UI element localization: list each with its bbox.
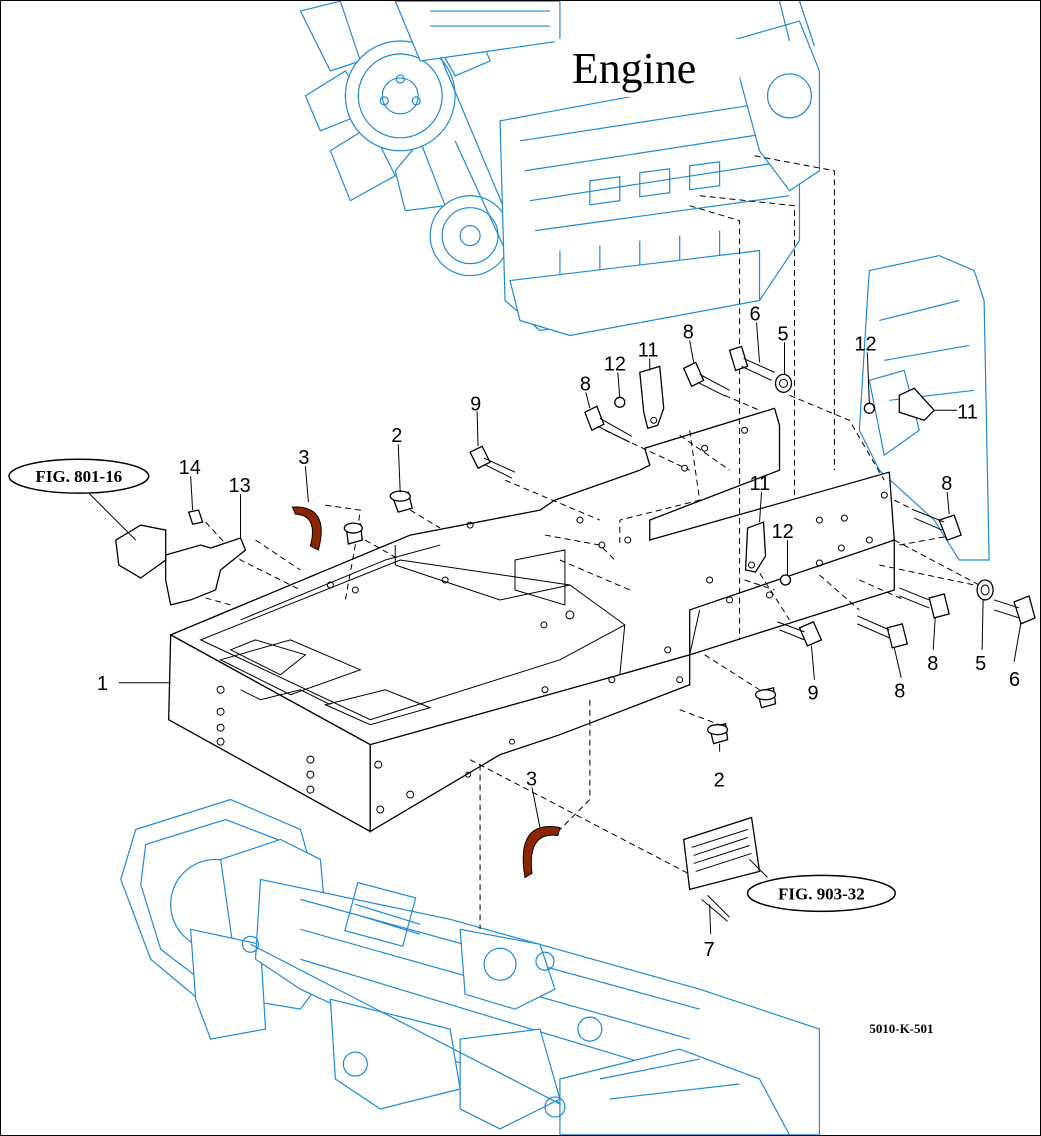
callout-6: 6 bbox=[1009, 669, 1020, 691]
callout-1: 1 bbox=[97, 673, 108, 695]
washer-part-5 bbox=[774, 373, 994, 601]
bolt-part-8 bbox=[584, 361, 962, 649]
callout-2: 2 bbox=[714, 770, 725, 792]
callout-7: 7 bbox=[704, 939, 715, 961]
bracket-part-13 bbox=[165, 537, 247, 606]
fig-ref-801-16-label: FIG. 801-16 bbox=[36, 467, 123, 486]
callout-13: 13 bbox=[229, 475, 251, 497]
callout-11: 11 bbox=[750, 473, 771, 495]
drawing-number: 5010-K-501 bbox=[869, 1021, 933, 1036]
callout-12: 12 bbox=[772, 521, 794, 543]
callout-9: 9 bbox=[807, 683, 818, 705]
callout-8: 8 bbox=[927, 653, 938, 675]
small-parts bbox=[115, 345, 1036, 922]
bolt-part-9 bbox=[469, 445, 823, 647]
callout-numbers: 1 2 2 3 3 5 5 6 6 7 8 8 8 8 8 9 9 11 11 … bbox=[97, 303, 1020, 961]
callout-8: 8 bbox=[941, 473, 952, 495]
callout-8: 8 bbox=[580, 373, 591, 395]
callout-6: 6 bbox=[750, 303, 761, 325]
engine-label: Engine bbox=[572, 45, 696, 93]
callout-11: 11 bbox=[638, 339, 659, 361]
hose-clamp-part-3 bbox=[291, 506, 322, 551]
hose-clamp-part-3-lower bbox=[522, 826, 561, 879]
fig-ref-801-16[interactable]: FIG. 801-16 bbox=[8, 458, 150, 494]
fig-ref-903-32-label: FIG. 903-32 bbox=[778, 884, 865, 903]
callout-3: 3 bbox=[526, 769, 537, 791]
callout-9: 9 bbox=[470, 393, 481, 415]
callout-3: 3 bbox=[298, 447, 309, 469]
callout-8: 8 bbox=[894, 681, 905, 703]
front-frame-part-1 bbox=[168, 407, 895, 833]
bushing-part-2 bbox=[343, 490, 777, 745]
callout-8: 8 bbox=[683, 321, 694, 343]
callout-14: 14 bbox=[179, 457, 201, 479]
callout-12: 12 bbox=[854, 333, 876, 355]
leader-lines bbox=[85, 322, 1022, 935]
callout-5: 5 bbox=[975, 653, 986, 675]
bolt-part-6 bbox=[728, 345, 1036, 625]
front-axle-illustration bbox=[120, 798, 821, 1135]
decal-plate bbox=[682, 816, 761, 891]
component-fig-801-16 bbox=[115, 524, 167, 579]
bolt-part-14 bbox=[187, 509, 204, 525]
assembly-lines bbox=[205, 155, 980, 930]
callout-11: 11 bbox=[957, 401, 978, 423]
callout-2: 2 bbox=[391, 425, 402, 447]
rivet-part-7 bbox=[701, 895, 730, 922]
fig-ref-903-32[interactable]: FIG. 903-32 bbox=[746, 874, 897, 913]
callout-5: 5 bbox=[778, 323, 789, 345]
engine-illustration: Engine bbox=[299, 1, 821, 337]
callout-12: 12 bbox=[604, 353, 626, 375]
bracket-part-11 bbox=[639, 365, 936, 573]
